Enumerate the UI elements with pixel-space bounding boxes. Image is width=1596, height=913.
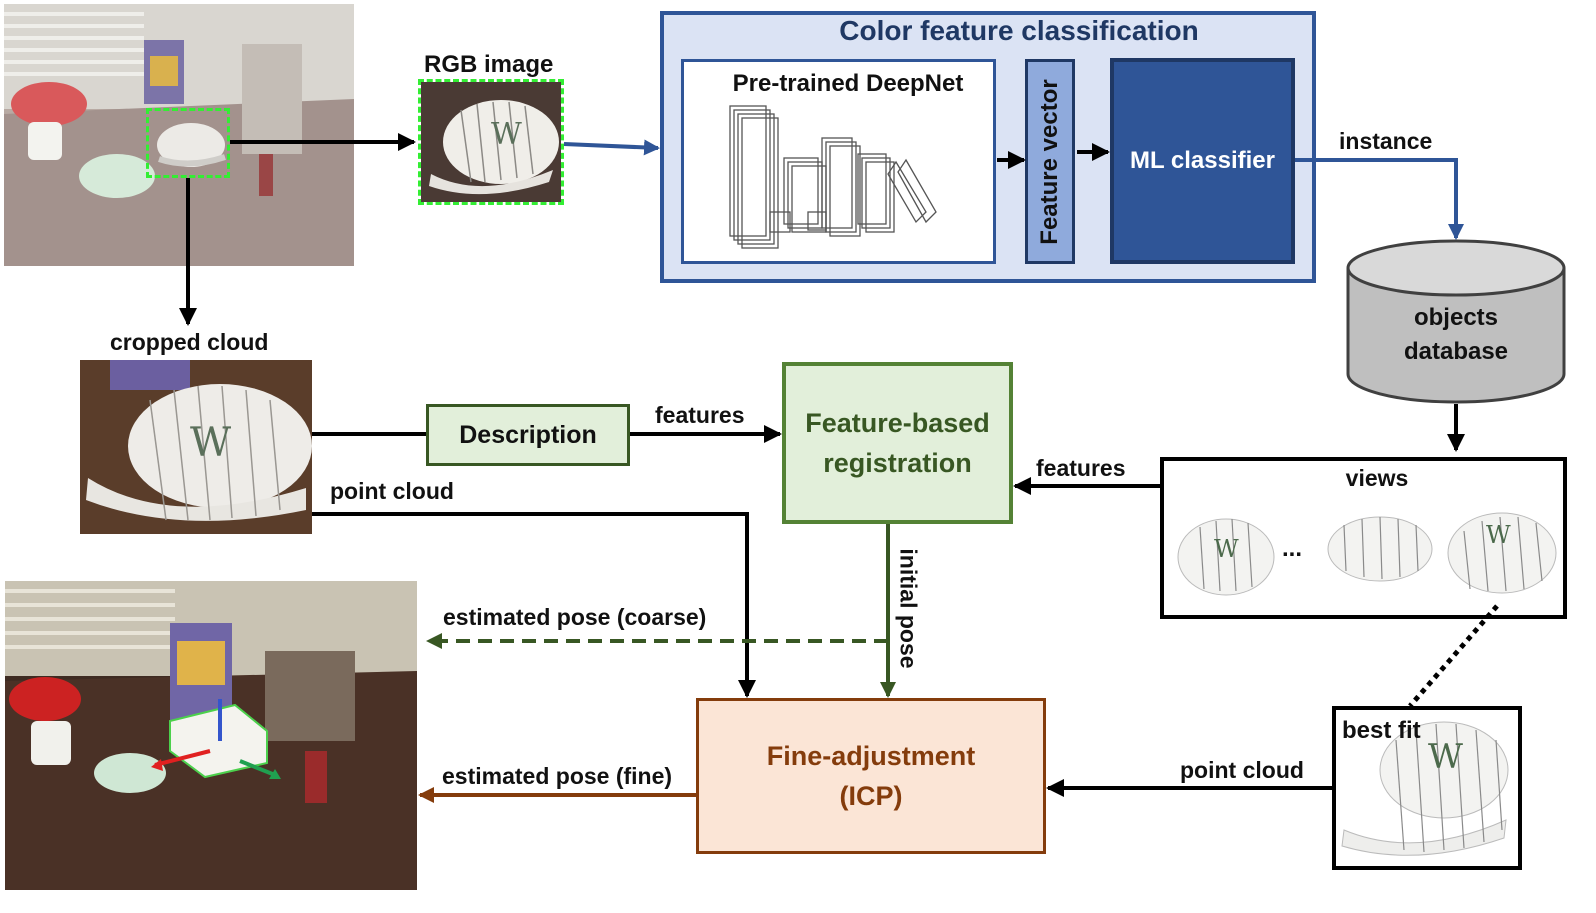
initial-pose-label: initial pose [895,548,922,669]
link-views-to-bestfit [1408,604,1499,708]
pretrained-deepnet-box [681,59,996,264]
objects-database-label-line1: objects [1413,304,1499,331]
rgb-image-crop: W [418,79,564,205]
best-fit-label: best fit [1342,717,1421,744]
svg-text:W: W [1214,535,1239,563]
svg-text:W: W [491,117,522,152]
description-box: Description [426,404,630,466]
feature-based-registration-box: Feature-based registration [782,362,1013,524]
feature-based-registration-line2: registration [823,448,972,478]
color-feature-classification-title: Color feature classification [839,15,1199,46]
fine-adjustment-line1: Fine-adjustment [766,741,976,771]
instance-label: instance [1339,128,1433,154]
fine-adjustment-line2: (ICP) [839,781,903,811]
best-fit-box: W [1332,706,1522,870]
estimated-pose-coarse-label: estimated pose (coarse) [443,604,707,630]
features-right-label: features [1036,455,1126,481]
feature-vector-label: Feature vector [1036,79,1063,245]
ml-classifier-label: ML classifier [1130,147,1275,174]
fine-adjustment-box: Fine-adjustment (ICP) [696,698,1046,854]
estimated-pose-fine-label: estimated pose (fine) [442,763,673,789]
scene-photo-bottom [5,581,417,890]
point-cloud-right-label: point cloud [1180,757,1304,783]
objects-database-label-line2: database [1403,338,1509,365]
description-label: Description [459,420,597,449]
svg-text:W: W [190,420,231,466]
crop-region-marker [146,108,230,178]
arrow-ml-to-database [1295,158,1464,240]
views-ellipsis: ... [1282,535,1303,562]
svg-text:W: W [1486,521,1511,549]
feature-vector-box [1025,59,1075,264]
svg-text:W: W [1428,737,1463,777]
views-label: views [1345,465,1409,491]
point-cloud-left-label: point cloud [330,478,454,504]
features-top-label: features [655,402,745,428]
rgb-image-label: RGB image [424,51,554,78]
feature-based-registration-line1: Feature-based [805,408,990,438]
pretrained-deepnet-label: Pre-trained DeepNet [732,70,964,97]
ml-classifier-box: ML classifier [1110,58,1295,264]
views-box: W W [1160,457,1567,619]
cropped-cloud-label: cropped cloud [110,329,269,355]
objects-database-cylinder [1345,238,1567,404]
cropped-cloud-image: W [80,360,312,534]
arrow-rgb-to-classifier [563,139,660,156]
